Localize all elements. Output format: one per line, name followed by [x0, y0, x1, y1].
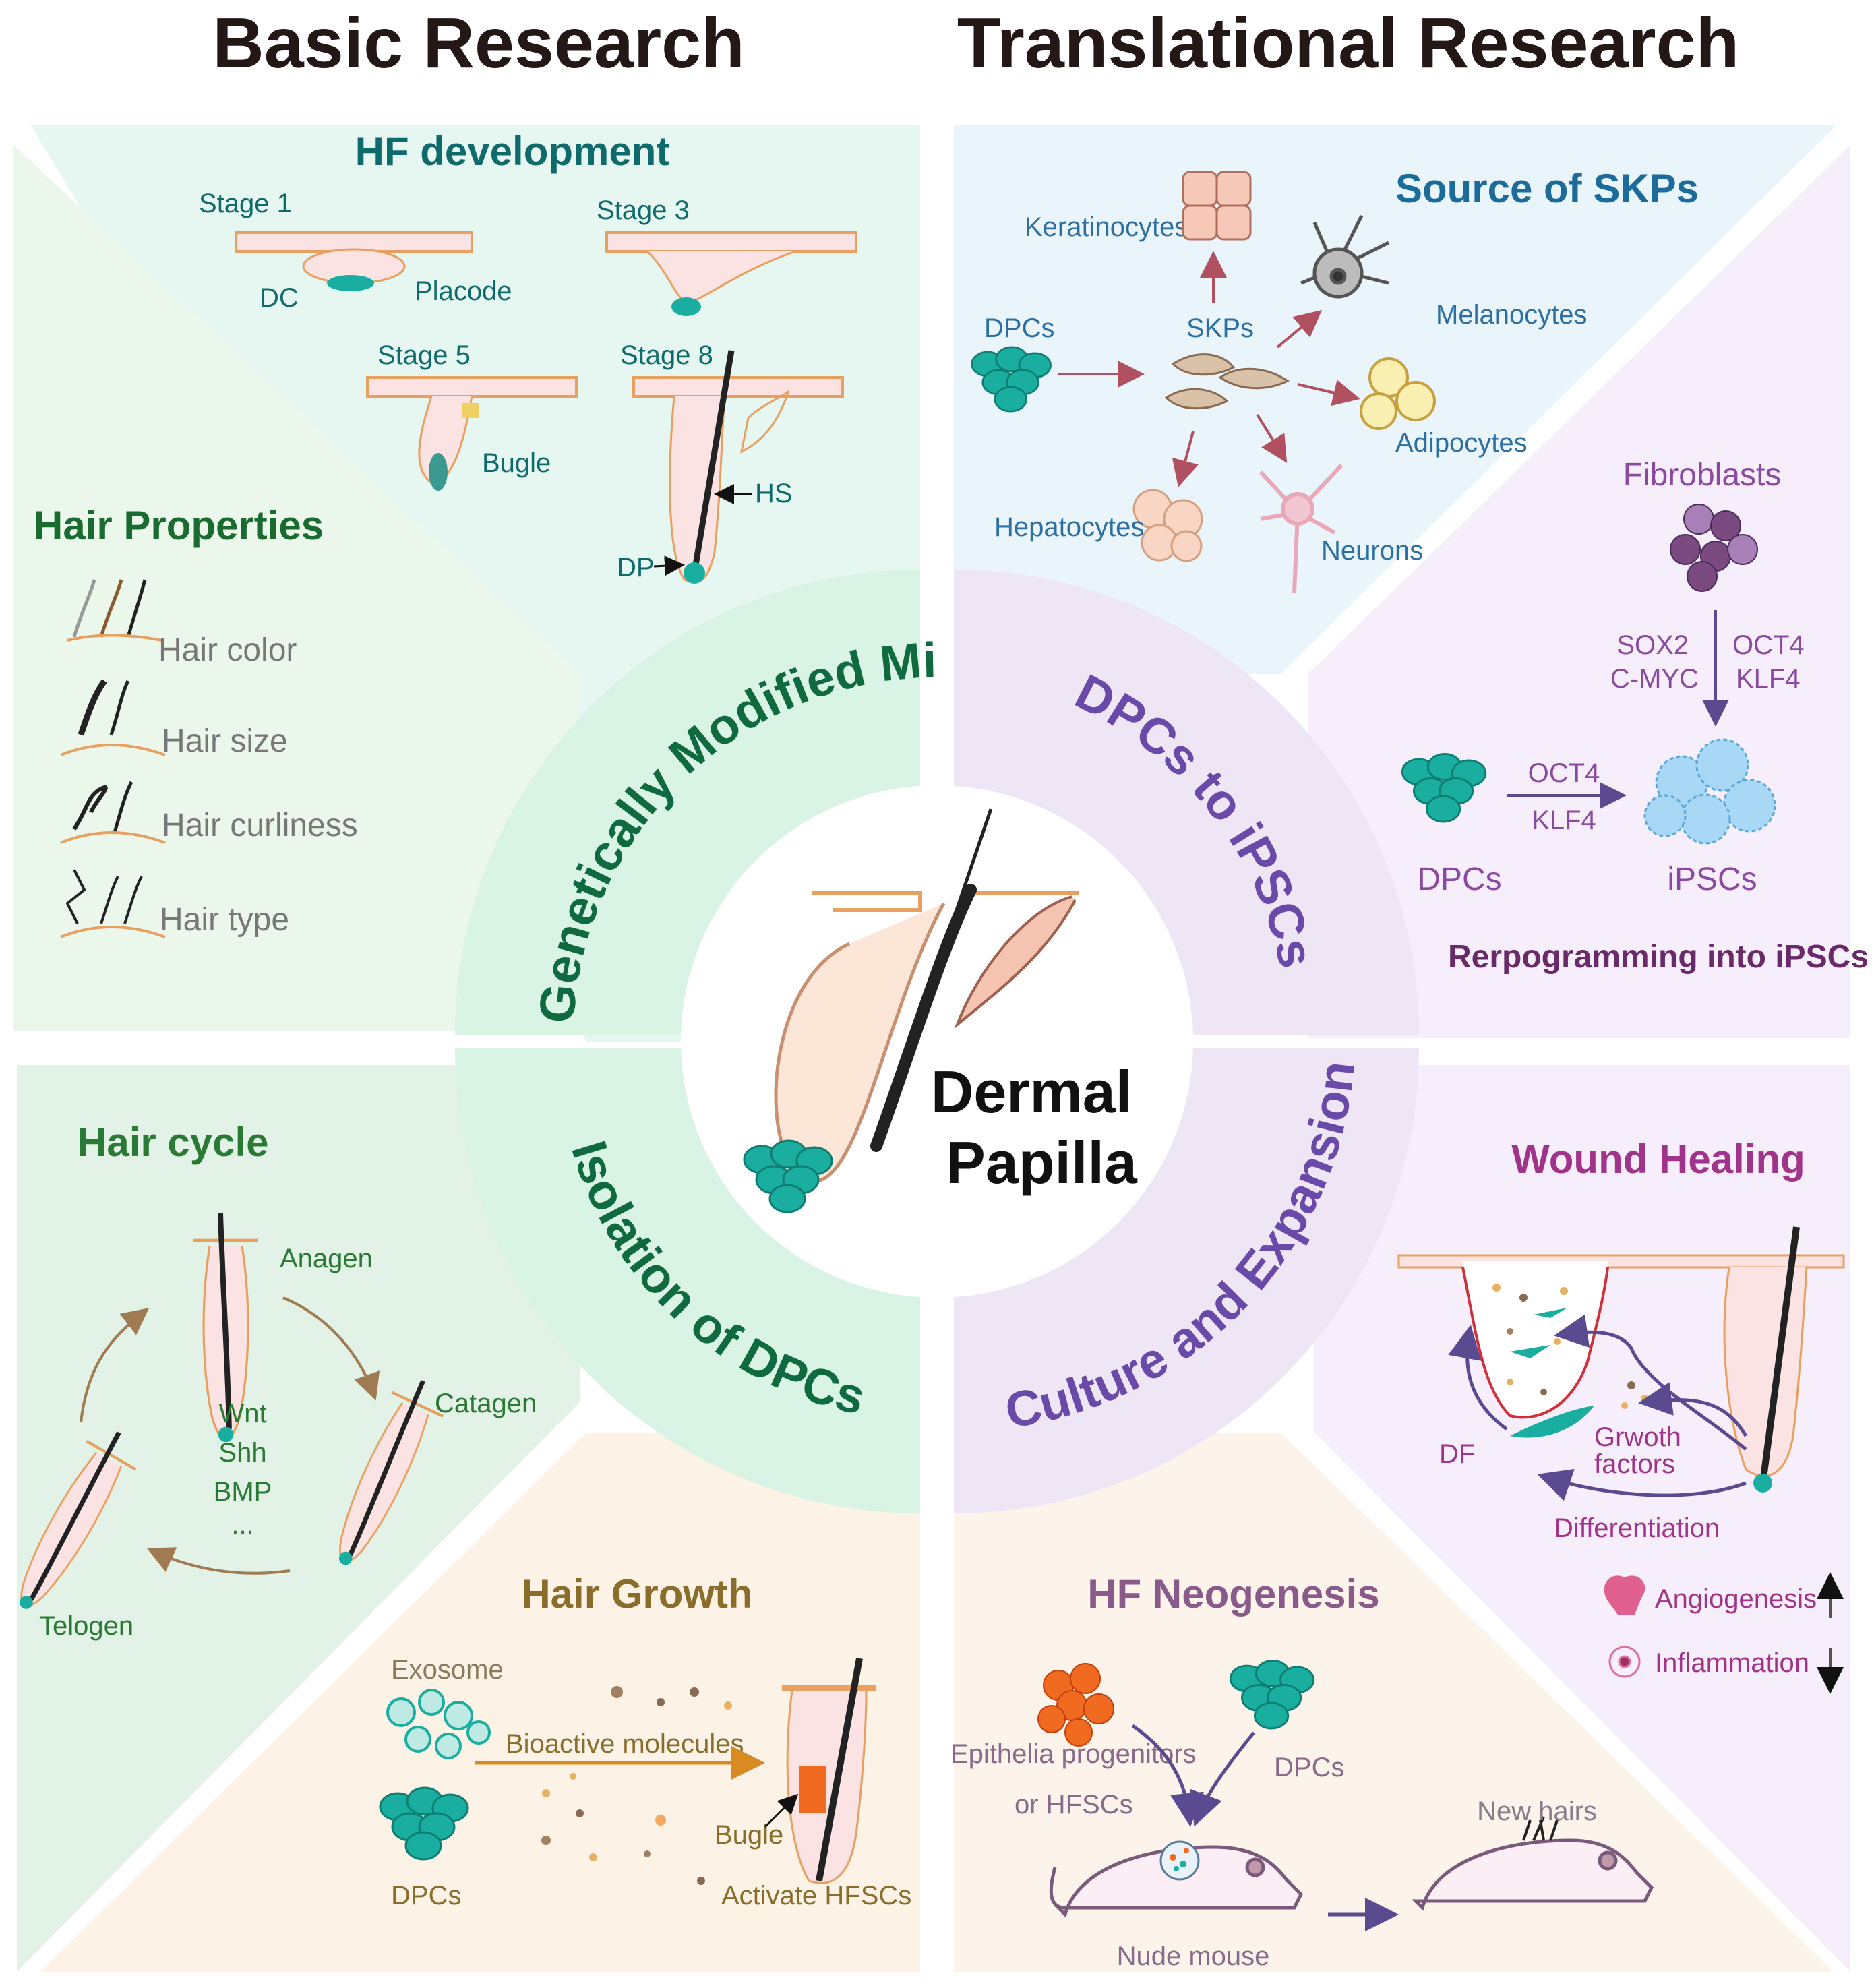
stage8-label: Stage 8 — [620, 340, 713, 370]
exosome-label: Exosome — [391, 1655, 504, 1685]
nude-mouse-1 — [1049, 1840, 1304, 1918]
bioactive-molecules-label: Bioactive molecules — [506, 1729, 744, 1759]
growth-factors-label-2: factors — [1594, 1449, 1675, 1479]
telogen-label: Telogen — [39, 1611, 133, 1641]
activate-hfscs-label: Activate HFSCs — [721, 1881, 911, 1910]
neogenesis-dpcs-label: DPCs — [1274, 1753, 1344, 1782]
hf-development-section: HF development Stage 1 Stage 3 Stage 5 S… — [199, 129, 857, 584]
hair-properties-title: Hair Properties — [34, 503, 324, 548]
factor-shh: Shh — [218, 1438, 266, 1468]
differentiation-label: Differentiation — [1554, 1513, 1720, 1543]
angiogenesis-icon — [1604, 1575, 1645, 1615]
nude-mouse-1-cells — [1170, 1848, 1189, 1871]
cmyc-label: C-MYC — [1610, 664, 1699, 694]
melanocyte-cell — [1300, 214, 1390, 299]
ipscs-label: iPSCs — [1667, 862, 1757, 897]
stage5-label: Stage 5 — [377, 340, 471, 370]
factor-more: ... — [231, 1510, 253, 1540]
neurons-label: Neurons — [1321, 536, 1423, 566]
adipocytes-label: Adipocytes — [1395, 428, 1528, 458]
source-of-skps-title: Source of SKPs — [1395, 166, 1699, 211]
placode-label: Placode — [415, 276, 512, 306]
header-translational-research: Translational Research — [957, 3, 1740, 83]
hair-growth-dpcs-label: DPCs — [391, 1881, 461, 1910]
catagen-label: Catagen — [435, 1389, 537, 1418]
hair-properties-section: Hair Properties Hair color Hair size Hai… — [34, 503, 358, 938]
header-basic-research: Basic Research — [212, 3, 745, 83]
hair-type-label: Hair type — [160, 902, 289, 938]
sox2-label: SOX2 — [1616, 630, 1689, 660]
hepatocytes-label: Hepatocytes — [994, 512, 1144, 542]
keratinocytes-label: Keratinocytes — [1025, 212, 1188, 242]
skps-label: SKPs — [1186, 313, 1254, 343]
bugle-label: Bugle — [482, 448, 551, 478]
dc-label: DC — [260, 283, 299, 313]
oct4-label-2: OCT4 — [1528, 758, 1600, 788]
neuron-cell — [1259, 463, 1343, 594]
stage3-label: Stage 3 — [597, 195, 690, 225]
hf-development-title: HF development — [355, 129, 670, 174]
anagen-label: Anagen — [280, 1244, 373, 1273]
ipsc-dpcs-label: DPCs — [1417, 862, 1501, 897]
hair-cycle-title: Hair cycle — [78, 1120, 269, 1165]
nude-mouse-2 — [1411, 1838, 1654, 1911]
wound-healing-section: Wound Healing DF Grwoth factors Differen… — [1397, 1137, 1845, 1694]
reprogramming-caption: Rerpogramming into iPSCs — [1448, 939, 1869, 975]
hair-cycle-section: Hair cycle Anagen Catagen Telogen Wnt Sh… — [0, 1120, 537, 1641]
or-hfscs-label: or HFSCs — [1015, 1790, 1133, 1819]
stage1-label: Stage 1 — [199, 189, 292, 218]
klf4-label-2: KLF4 — [1532, 806, 1596, 835]
hair-growth-section: Hair Growth Exosome Bioactive molecules … — [379, 1571, 911, 1910]
wound-healing-title: Wound Healing — [1511, 1137, 1805, 1182]
hair-curliness-label: Hair curliness — [162, 808, 358, 843]
new-hairs-icon — [1522, 1816, 1559, 1841]
dp-label: DP — [617, 553, 655, 582]
growth-factors-label-1: Grwoth — [1594, 1422, 1681, 1452]
hf-neogenesis-section: HF Neogenesis Epithelia progenitors or H… — [950, 1571, 1654, 1971]
inflammation-label: Inflammation — [1655, 1648, 1809, 1678]
klf4-label-1: KLF4 — [1736, 664, 1801, 694]
hair-size-label: Hair size — [162, 723, 288, 759]
epithelia-progenitors-label: Epithelia progenitors — [950, 1739, 1197, 1769]
factor-wnt: Wnt — [218, 1399, 266, 1428]
hair-color-label: Hair color — [158, 632, 297, 668]
fibroblasts-label: Fibroblasts — [1623, 457, 1782, 493]
center-title-line1: Dermal — [931, 1058, 1132, 1125]
center-hair-follicle-illustration — [743, 808, 1079, 1213]
factor-bmp: BMP — [214, 1477, 272, 1507]
melanocytes-label: Melanocytes — [1436, 300, 1588, 330]
hair-growth-title: Hair Growth — [521, 1571, 752, 1617]
skps-dpcs-label: DPCs — [984, 313, 1054, 343]
hair-growth-bugle-label: Bugle — [715, 1820, 783, 1850]
new-hairs-label: New hairs — [1477, 1797, 1597, 1826]
df-label: DF — [1439, 1439, 1475, 1469]
hs-label: HS — [755, 479, 793, 508]
hf-neogenesis-title: HF Neogenesis — [1087, 1571, 1379, 1617]
hair-growth-particles — [541, 1686, 732, 1885]
source-of-skps-section: Source of SKPs Keratinocytes DPCs SKPs M… — [971, 166, 1699, 594]
center-title-line2: Papilla — [946, 1129, 1138, 1196]
inflammation-icon — [1608, 1646, 1641, 1678]
nude-mouse-label: Nude mouse — [1117, 1941, 1270, 1971]
reprogramming-section: Fibroblasts SOX2 C-MYC OCT4 KLF4 OCT4 KL… — [1401, 457, 1869, 975]
oct4-label-1: OCT4 — [1732, 630, 1805, 660]
angiogenesis-label: Angiogenesis — [1655, 1584, 1817, 1614]
